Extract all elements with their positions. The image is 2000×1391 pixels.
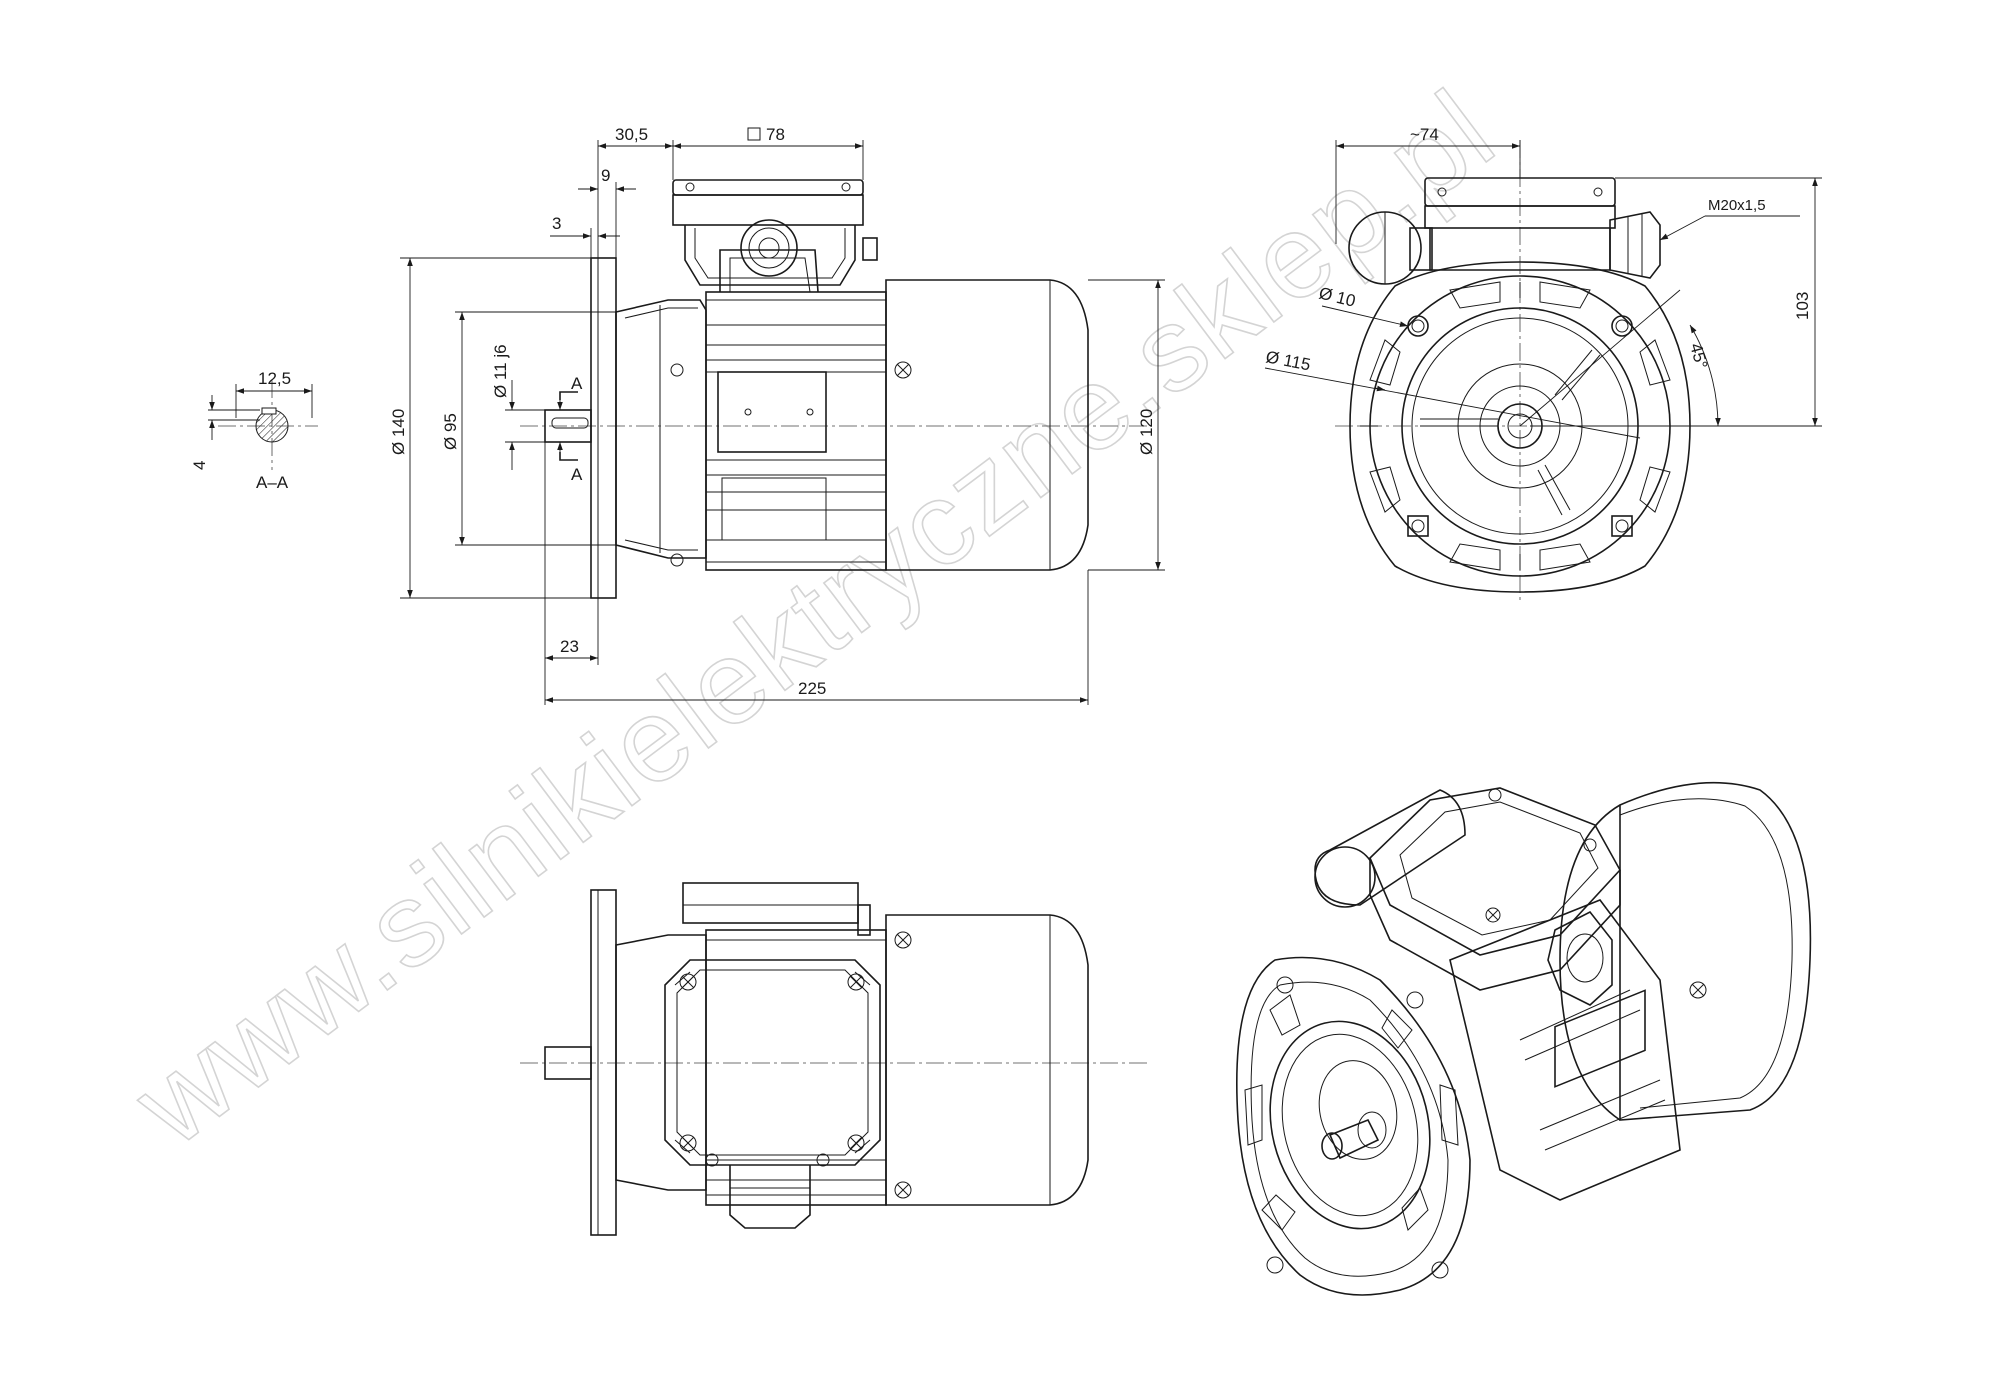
- dim-d120: Ø 120: [1137, 409, 1156, 455]
- shaft: [544, 409, 592, 443]
- dim-74: ~74: [1410, 125, 1439, 144]
- dim-9: 9: [601, 166, 610, 185]
- side-cable-gland: [1609, 211, 1661, 279]
- dim-225: 225: [798, 679, 826, 698]
- fan-cover: [885, 279, 1089, 571]
- end-flange: [1349, 261, 1691, 593]
- section-a-a: 12,5 4 A–A: [190, 369, 318, 492]
- end-view: ~74 M20x1,5 Ø 10 Ø 115 45° 103: [1264, 125, 1822, 600]
- top-view: [520, 882, 1150, 1236]
- section-mark-bottom: A: [571, 465, 583, 484]
- iso-terminal-box: [1369, 787, 1621, 956]
- flange: [590, 257, 617, 599]
- top-brake-housing: [682, 882, 859, 924]
- watermark: www.silnikielektryczne.sklep.pl: [110, 64, 1519, 1172]
- dim-3: 3: [552, 214, 561, 233]
- top-terminal-box: [664, 959, 881, 1166]
- shaft-section: [255, 409, 289, 443]
- terminal-box: [684, 225, 856, 286]
- dim-4: 4: [190, 461, 209, 470]
- dim-d115: Ø 115: [1264, 347, 1312, 374]
- dim-d11j6: Ø 11 j6: [491, 344, 510, 398]
- dim-78: 78: [766, 125, 785, 144]
- watermark-text: www.silnikielektryczne.sklep.pl: [110, 65, 1518, 1171]
- dim-12-5: 12,5: [258, 369, 291, 388]
- dim-d95: Ø 95: [441, 413, 460, 450]
- dim-m20: M20x1,5: [1708, 197, 1766, 214]
- side-view: 30,5 78 9 3 Ø 140 Ø 95 Ø 11 j6 A A: [389, 125, 1165, 705]
- section-mark-top: A: [571, 374, 583, 393]
- isometric-view: [1235, 781, 1812, 1296]
- section-label: A–A: [256, 473, 289, 492]
- cable-gland: [740, 219, 798, 277]
- dim-45deg: 45°: [1686, 341, 1711, 371]
- dim-23: 23: [560, 637, 579, 656]
- dim-30-5: 30,5: [615, 125, 648, 144]
- dim-d140: Ø 140: [389, 409, 408, 455]
- dim-103: 103: [1793, 292, 1812, 320]
- iso-flange: [1235, 956, 1471, 1296]
